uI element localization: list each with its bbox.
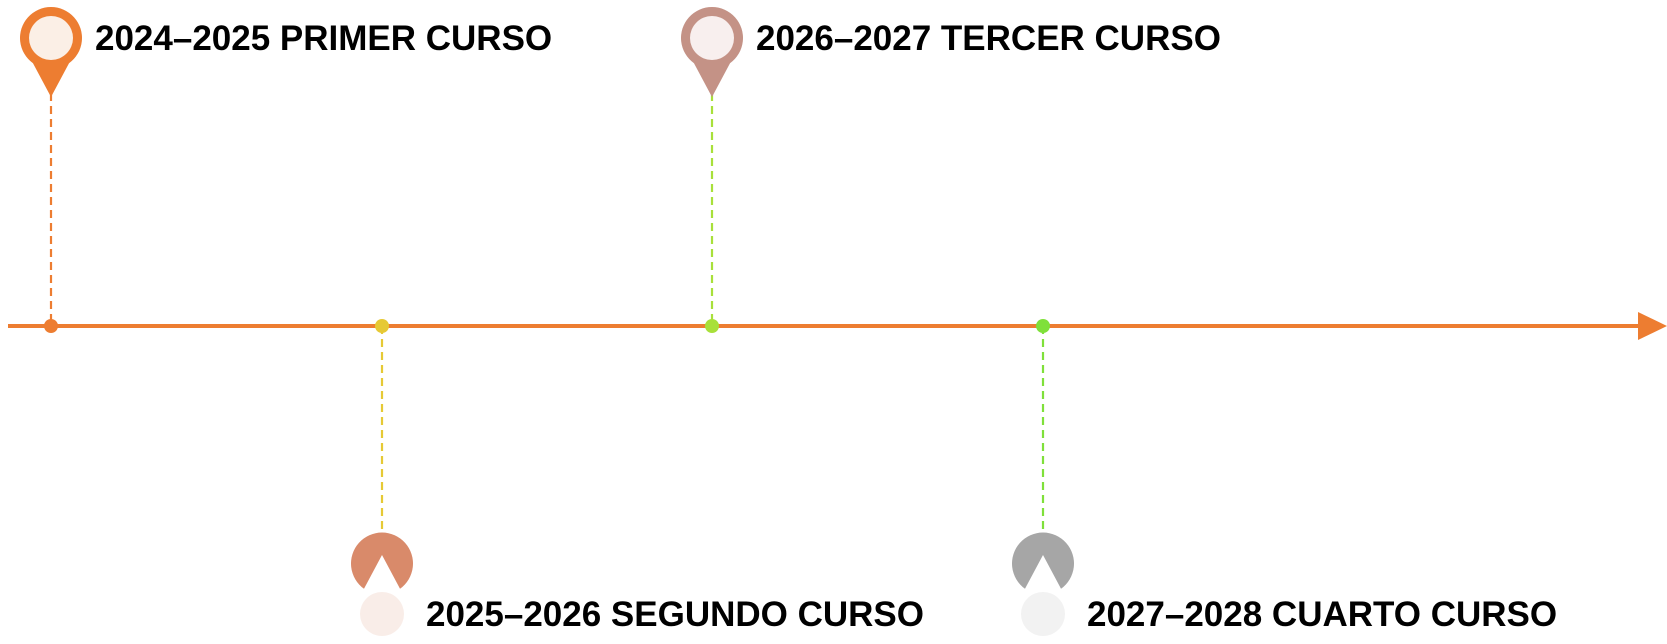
milestone-pins (20, 6, 1074, 636)
milestone-label-3: 2026–2027 TERCER CURSO (756, 19, 1221, 58)
map-pin-icon (351, 532, 413, 636)
milestone-dot-1 (44, 319, 58, 333)
milestone-dot-4 (1036, 319, 1050, 333)
milestone-label-4: 2027–2028 CUARTO CURSO (1087, 595, 1557, 634)
timeline-arrowhead-icon (1638, 312, 1667, 340)
milestone-labels: 2024–2025 PRIMER CURSO 2025–2026 SEGUNDO … (95, 19, 1557, 634)
milestone-dot-2 (375, 319, 389, 333)
map-pin-icon (681, 7, 743, 98)
milestone-label-1: 2024–2025 PRIMER CURSO (95, 19, 552, 58)
milestone-label-2: 2025–2026 SEGUNDO CURSO (426, 595, 924, 634)
milestone-dots (44, 319, 1050, 333)
map-pin-icon (20, 6, 82, 97)
map-pin-icon (1011, 532, 1074, 636)
milestone-dot-3 (705, 319, 719, 333)
